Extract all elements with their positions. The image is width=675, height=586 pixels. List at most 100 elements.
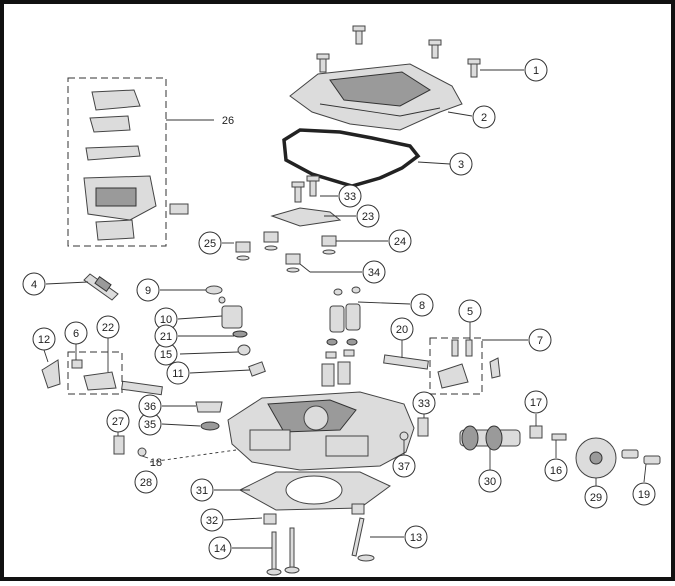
svg-text:33: 33: [418, 398, 430, 410]
svg-text:16: 16: [550, 465, 562, 477]
svg-text:27: 27: [112, 416, 124, 428]
callout-26: 26: [222, 115, 234, 127]
callout-5: 5: [458, 299, 482, 323]
svg-text:9: 9: [145, 285, 151, 297]
callout-6: 6: [64, 321, 88, 345]
callout-12: 12: [32, 327, 56, 351]
svg-text:14: 14: [214, 543, 226, 555]
svg-text:24: 24: [394, 236, 406, 248]
svg-text:1: 1: [533, 65, 539, 77]
valve-guide: [351, 503, 365, 515]
head-small-parts: [113, 401, 429, 457]
callout-19: 19: [632, 482, 656, 506]
callout-37: 37: [392, 454, 416, 478]
valve-seal: [263, 513, 277, 525]
callout-27: 27: [106, 409, 130, 433]
leader-lines: [43, 69, 647, 549]
cover-gasket: [282, 128, 421, 188]
svg-text:4: 4: [31, 279, 37, 291]
svg-text:13: 13: [410, 532, 422, 544]
callout-30: 30: [478, 469, 502, 493]
valve-springs-center: [321, 286, 361, 387]
callout-15: 15: [154, 342, 178, 366]
svg-text:26: 26: [222, 115, 234, 127]
svg-text:21: 21: [160, 331, 172, 343]
svg-text:12: 12: [38, 334, 50, 346]
camshaft: [459, 425, 521, 451]
rocker-shaft: [383, 354, 429, 370]
cylinder-head: [227, 391, 415, 471]
svg-text:25: 25: [204, 238, 216, 250]
callout-9: 9: [136, 278, 160, 302]
exhaust-valve: [351, 517, 375, 562]
callout-31: 31: [190, 478, 214, 502]
callout-34: 34: [362, 260, 386, 284]
svg-text:36: 36: [144, 401, 156, 413]
svg-text:6: 6: [73, 328, 79, 340]
rocker-nuts: [235, 231, 337, 273]
callout-17: 17: [524, 390, 548, 414]
cylinder-head-cover: [289, 63, 463, 131]
callout-24: 24: [388, 229, 412, 253]
callout-21: 21: [154, 324, 178, 348]
callout-20: 20: [390, 317, 414, 341]
svg-text:19: 19: [638, 489, 650, 501]
svg-text:23: 23: [362, 211, 374, 223]
callout-25: 25: [198, 231, 222, 255]
svg-text:8: 8: [419, 300, 425, 312]
rocker-arm-left-group: [41, 351, 163, 396]
callout-11: 11: [166, 361, 190, 385]
callout-7: 7: [528, 328, 552, 352]
svg-text:34: 34: [368, 267, 380, 279]
svg-text:33: 33: [344, 191, 356, 203]
valve-spring-parts-left: [205, 285, 266, 377]
svg-text:3: 3: [458, 159, 464, 171]
callout-4: 4: [22, 272, 46, 296]
callout-16: 16: [544, 458, 568, 482]
svg-text:32: 32: [206, 515, 218, 527]
spark-plug: [83, 273, 119, 301]
svg-text:20: 20: [396, 324, 408, 336]
callout-29: 29: [584, 485, 608, 509]
callout-1: 1: [524, 58, 548, 82]
svg-text:30: 30: [484, 476, 496, 488]
svg-text:37: 37: [398, 461, 410, 473]
callout-36: 36: [138, 394, 162, 418]
svg-text:28: 28: [140, 477, 152, 489]
cam-pin: [551, 433, 567, 441]
sprocket-bolts: [621, 449, 661, 465]
callout-3: 3: [449, 152, 473, 176]
svg-text:11: 11: [172, 368, 183, 380]
callout-18: 18: [150, 457, 162, 469]
callout-32: 32: [200, 508, 224, 532]
svg-text:29: 29: [590, 492, 602, 504]
callout-23: 23: [356, 204, 380, 228]
cylinder-head-gasket: [238, 471, 391, 511]
callout-10: 10: [154, 307, 178, 331]
svg-text:2: 2: [481, 112, 487, 124]
svg-text:22: 22: [102, 322, 114, 334]
svg-text:10: 10: [160, 314, 172, 326]
svg-text:17: 17: [530, 397, 542, 409]
intake-valves: [266, 527, 300, 576]
callout-33-top: 33: [338, 184, 362, 208]
callout-35: 35: [138, 412, 162, 436]
rocker-arm-right-group: [429, 337, 501, 395]
callout-2: 2: [472, 105, 496, 129]
svg-text:7: 7: [537, 335, 543, 347]
cam-key: [529, 425, 543, 439]
callout-14: 14: [208, 536, 232, 560]
callout-8: 8: [410, 293, 434, 317]
rocker-plate: [270, 207, 342, 227]
cover-bolts: [316, 25, 481, 78]
callout-22: 22: [96, 315, 120, 339]
rocker-bolts: [291, 175, 320, 203]
svg-text:35: 35: [144, 419, 156, 431]
callout-28: 28: [134, 470, 158, 494]
callout-33-right: 33: [412, 391, 436, 415]
svg-text:15: 15: [160, 349, 172, 361]
assembly-group-26: [67, 77, 189, 247]
